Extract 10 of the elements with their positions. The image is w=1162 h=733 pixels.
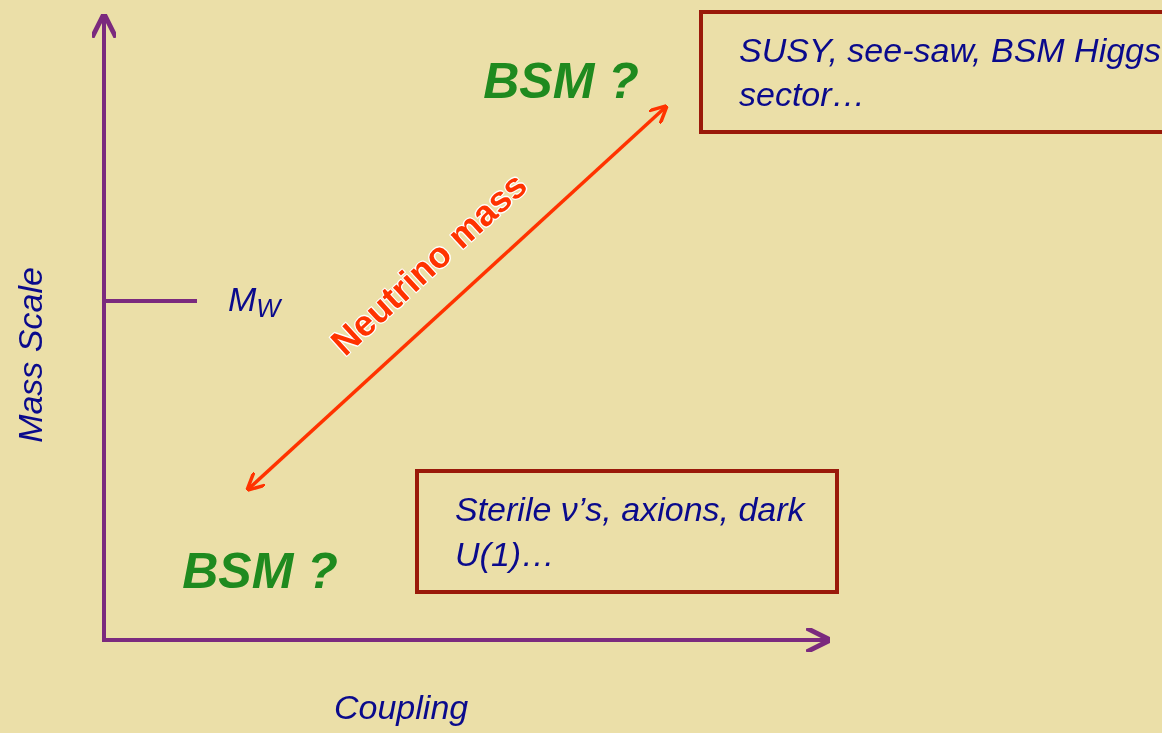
box-text: SUSY, see-saw, BSM Higgs sector… xyxy=(739,29,1162,115)
box-text: Sterile ν’s, axions, dark U(1)… xyxy=(455,489,807,575)
text-box xyxy=(699,10,1162,134)
double-arrow xyxy=(245,103,669,493)
axis-title: Coupling xyxy=(334,690,469,724)
text-box xyxy=(415,469,839,594)
bsm-heading: BSM ? xyxy=(182,546,338,600)
bsm-heading: BSM ? xyxy=(483,56,639,110)
tick-label: M$_{W}$ xyxy=(228,282,281,316)
axis-title: Mass Scale xyxy=(13,267,47,443)
